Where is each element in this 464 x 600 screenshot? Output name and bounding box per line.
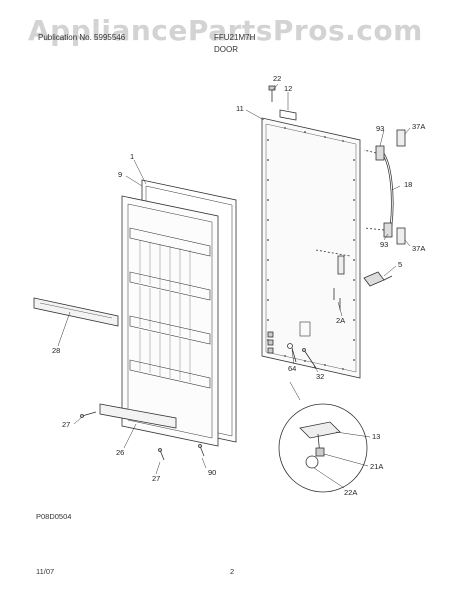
callout-37a-bottom: 37A bbox=[412, 244, 426, 253]
inner-door-liner bbox=[121, 195, 219, 447]
callout-22a: 22A bbox=[344, 488, 358, 497]
publication-number: Publication No. 5995546 bbox=[38, 33, 126, 42]
callout-37a-top: 37A bbox=[412, 122, 426, 131]
callout-21a: 21A bbox=[370, 462, 384, 471]
screw-32 bbox=[302, 348, 317, 369]
callout-5: 5 bbox=[398, 260, 403, 269]
callout-28: 28 bbox=[52, 346, 61, 355]
callout-90: 90 bbox=[208, 468, 217, 477]
screw-27-left bbox=[80, 411, 97, 418]
page-number: 2 bbox=[230, 567, 235, 576]
callout-22: 22 bbox=[273, 74, 282, 83]
screw-90 bbox=[198, 444, 205, 457]
hinge-bracket bbox=[315, 249, 351, 275]
section-title: DOOR bbox=[214, 45, 238, 54]
shelf-front-26 bbox=[99, 403, 177, 429]
callout-2a: 2A bbox=[336, 316, 346, 325]
callout-12: 12 bbox=[284, 84, 293, 93]
handle-assembly bbox=[363, 129, 406, 245]
callout-18: 18 bbox=[404, 180, 413, 189]
callout-64: 64 bbox=[288, 364, 297, 373]
callout-32: 32 bbox=[316, 372, 325, 381]
print-date: 11/07 bbox=[36, 567, 55, 576]
washer-64 bbox=[287, 343, 297, 363]
callout-1: 1 bbox=[130, 152, 135, 161]
figure-code: P08D0504 bbox=[36, 512, 72, 521]
callout-27-left: 27 bbox=[62, 420, 71, 429]
hinge-pin-stack bbox=[267, 331, 274, 354]
watermark: AppliancePartsPros.com bbox=[28, 14, 423, 47]
callout-93-bottom: 93 bbox=[380, 240, 389, 249]
detail-circle bbox=[278, 381, 368, 493]
callout-13: 13 bbox=[372, 432, 381, 441]
screw-22 bbox=[268, 85, 276, 102]
screw-27-bottom bbox=[158, 448, 165, 461]
screw-2a bbox=[333, 288, 341, 310]
plug-5 bbox=[363, 271, 393, 287]
callout-93-top: 93 bbox=[376, 124, 385, 133]
model-number: FFU21M7H bbox=[214, 33, 256, 42]
callout-26: 26 bbox=[116, 448, 125, 457]
callout-9: 9 bbox=[118, 170, 123, 179]
callout-27-bottom: 27 bbox=[152, 474, 161, 483]
callout-11: 11 bbox=[236, 104, 244, 113]
outer-door-panel bbox=[261, 117, 361, 379]
shelf-front-28 bbox=[33, 297, 119, 327]
plate-12 bbox=[279, 109, 297, 121]
